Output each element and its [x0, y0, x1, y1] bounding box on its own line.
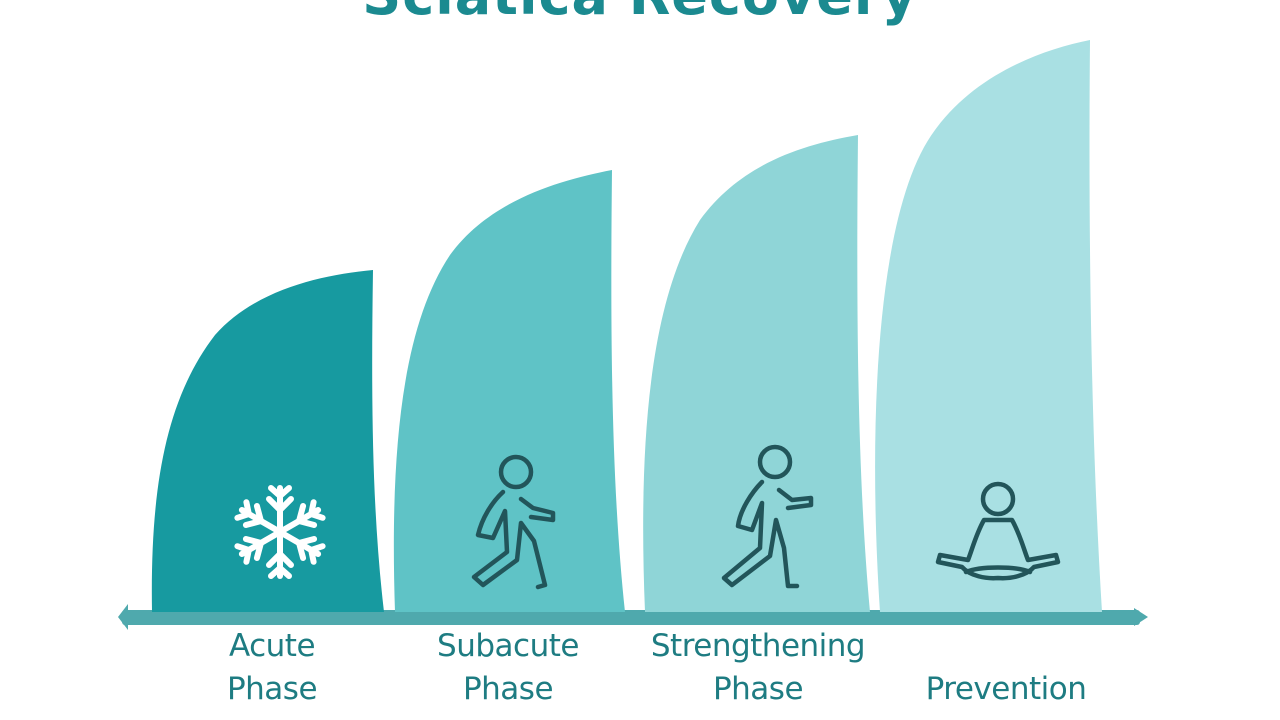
phase-shape-acute: [151, 270, 384, 612]
phase-label-subacute: Subacute Phase: [408, 625, 608, 711]
phase-label-acute: Acute Phase: [172, 625, 372, 711]
walking-person-icon: [471, 454, 556, 590]
phase-label-line: Phase: [712, 671, 804, 707]
snowflake-icon: [236, 485, 323, 576]
phase-label-line: Phase: [226, 671, 318, 707]
timeline-baseline: [118, 604, 1148, 630]
phase-label-line: Acute: [228, 628, 316, 664]
phase-label-strengthening: Strengthening Phase: [630, 625, 886, 711]
phase-label-line: Subacute: [437, 628, 579, 664]
phase-shape-subacute: [393, 170, 625, 612]
phase-label-prevention: Prevention: [906, 668, 1106, 711]
phase-shape-strengthening: [643, 135, 870, 612]
phase-label-line: Prevention: [925, 671, 1087, 707]
phase-label-line: Strengthening: [650, 628, 866, 664]
phase-shape-prevention: [875, 40, 1102, 612]
striding-person-icon: [721, 444, 814, 589]
meditating-person-icon: [935, 481, 1061, 581]
phase-label-line: Phase: [462, 671, 554, 707]
diagram-title: Sciatica Recovery: [0, 0, 1280, 27]
